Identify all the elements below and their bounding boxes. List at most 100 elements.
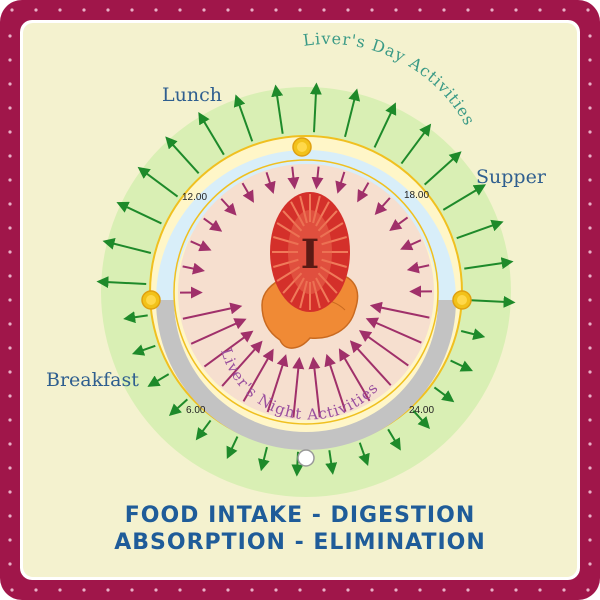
time-label-12: 12.00: [182, 192, 207, 203]
outward-arrow: [464, 257, 514, 270]
frame-star: [202, 8, 206, 12]
frame-star: [8, 370, 12, 374]
frame-star: [588, 466, 592, 470]
frame-star: [8, 418, 12, 422]
outward-arrow: [233, 94, 254, 142]
inward-arrow: [241, 182, 254, 203]
outward-arrow: [460, 328, 486, 340]
time-label-18: 18.00: [404, 190, 429, 201]
frame-star: [58, 588, 62, 592]
frame-star: [588, 58, 592, 62]
time-label-24: 24.00: [409, 405, 434, 416]
outward-arrow: [423, 151, 462, 186]
frame-star: [394, 8, 398, 12]
sun-icon: [141, 290, 161, 310]
outward-arrow: [450, 359, 473, 372]
inward-arrow: [242, 348, 274, 402]
inward-arrow: [369, 301, 430, 319]
frame-star: [588, 562, 592, 566]
outward-arrow: [168, 398, 189, 416]
inward-arrow: [311, 166, 324, 190]
outward-arrow: [96, 276, 147, 289]
frame-star: [588, 370, 592, 374]
outward-arrow: [400, 123, 432, 165]
outward-arrow: [373, 102, 397, 148]
footer-line-2: ABSORPTION - ELIMINATION: [114, 530, 486, 555]
frame-star: [274, 588, 278, 592]
frame-star: [8, 466, 12, 470]
frame-star: [8, 490, 12, 494]
outward-arrow: [291, 451, 304, 477]
frame-star: [442, 588, 446, 592]
frame-star: [8, 58, 12, 62]
frame-star: [562, 8, 566, 12]
frame-star: [82, 8, 86, 12]
outward-arrow: [358, 442, 370, 467]
frame-star: [8, 250, 12, 254]
frame-star: [490, 8, 494, 12]
outward-arrow: [433, 386, 455, 403]
frame-star: [586, 8, 590, 12]
frame-star: [588, 346, 592, 350]
frame-star: [154, 588, 158, 592]
frame-star: [274, 8, 278, 12]
frame-star: [8, 34, 12, 38]
inward-arrow: [292, 356, 305, 418]
green-arrows: [96, 82, 516, 477]
frame-star: [588, 82, 592, 86]
frame-star: [588, 202, 592, 206]
inward-arrow: [365, 317, 422, 344]
frame-star: [538, 8, 542, 12]
frame-star: [588, 322, 592, 326]
frame-star: [442, 8, 446, 12]
stomach-icon: I: [270, 192, 350, 312]
frame-star: [8, 346, 12, 350]
inward-arrow: [203, 330, 254, 368]
frame-star: [322, 8, 326, 12]
night-ring: [156, 300, 456, 450]
outward-arrow: [147, 373, 170, 387]
inward-arrow: [400, 239, 422, 251]
frame-star: [8, 106, 12, 110]
frame-star: [130, 8, 134, 12]
inward-arrow: [264, 172, 276, 195]
frame-star: [8, 442, 12, 446]
inward-arrow: [266, 354, 289, 413]
frame-star: [34, 588, 38, 592]
frame-star: [588, 394, 592, 398]
time-label-6: 6.00: [186, 405, 206, 416]
frame-star: [8, 226, 12, 230]
inward-arrow: [190, 318, 247, 345]
inward-arrow: [357, 182, 370, 203]
footer-line-1: FOOD INTAKE - DIGESTION: [125, 503, 476, 528]
inward-arrow: [406, 261, 430, 274]
inward-arrow: [389, 216, 409, 231]
frame-star: [588, 250, 592, 254]
inward-arrow: [324, 353, 347, 412]
frame-star: [346, 8, 350, 12]
frame-star: [8, 514, 12, 518]
inward-arrow: [358, 330, 409, 367]
frame-star: [588, 418, 592, 422]
breakfast-label: Breakfast: [46, 369, 139, 391]
frame-star: [82, 588, 86, 592]
frame-star: [514, 8, 518, 12]
frame-star: [178, 588, 182, 592]
frame-star: [588, 274, 592, 278]
inward-arrow: [374, 197, 391, 215]
frame-star: [394, 588, 398, 592]
outward-arrow: [456, 219, 504, 240]
purple-arrows: [179, 166, 433, 418]
frame-star: [514, 588, 518, 592]
frame-star: [8, 562, 12, 566]
frame-star: [178, 8, 182, 12]
frame-star: [226, 588, 230, 592]
outward-arrow: [198, 111, 225, 156]
frame-star: [250, 588, 254, 592]
frame-star: [10, 8, 14, 12]
outward-arrow: [344, 88, 361, 138]
inward-arrow: [182, 302, 243, 320]
frame-star: [106, 588, 110, 592]
day-ring: [156, 150, 456, 300]
frame-star: [106, 8, 110, 12]
